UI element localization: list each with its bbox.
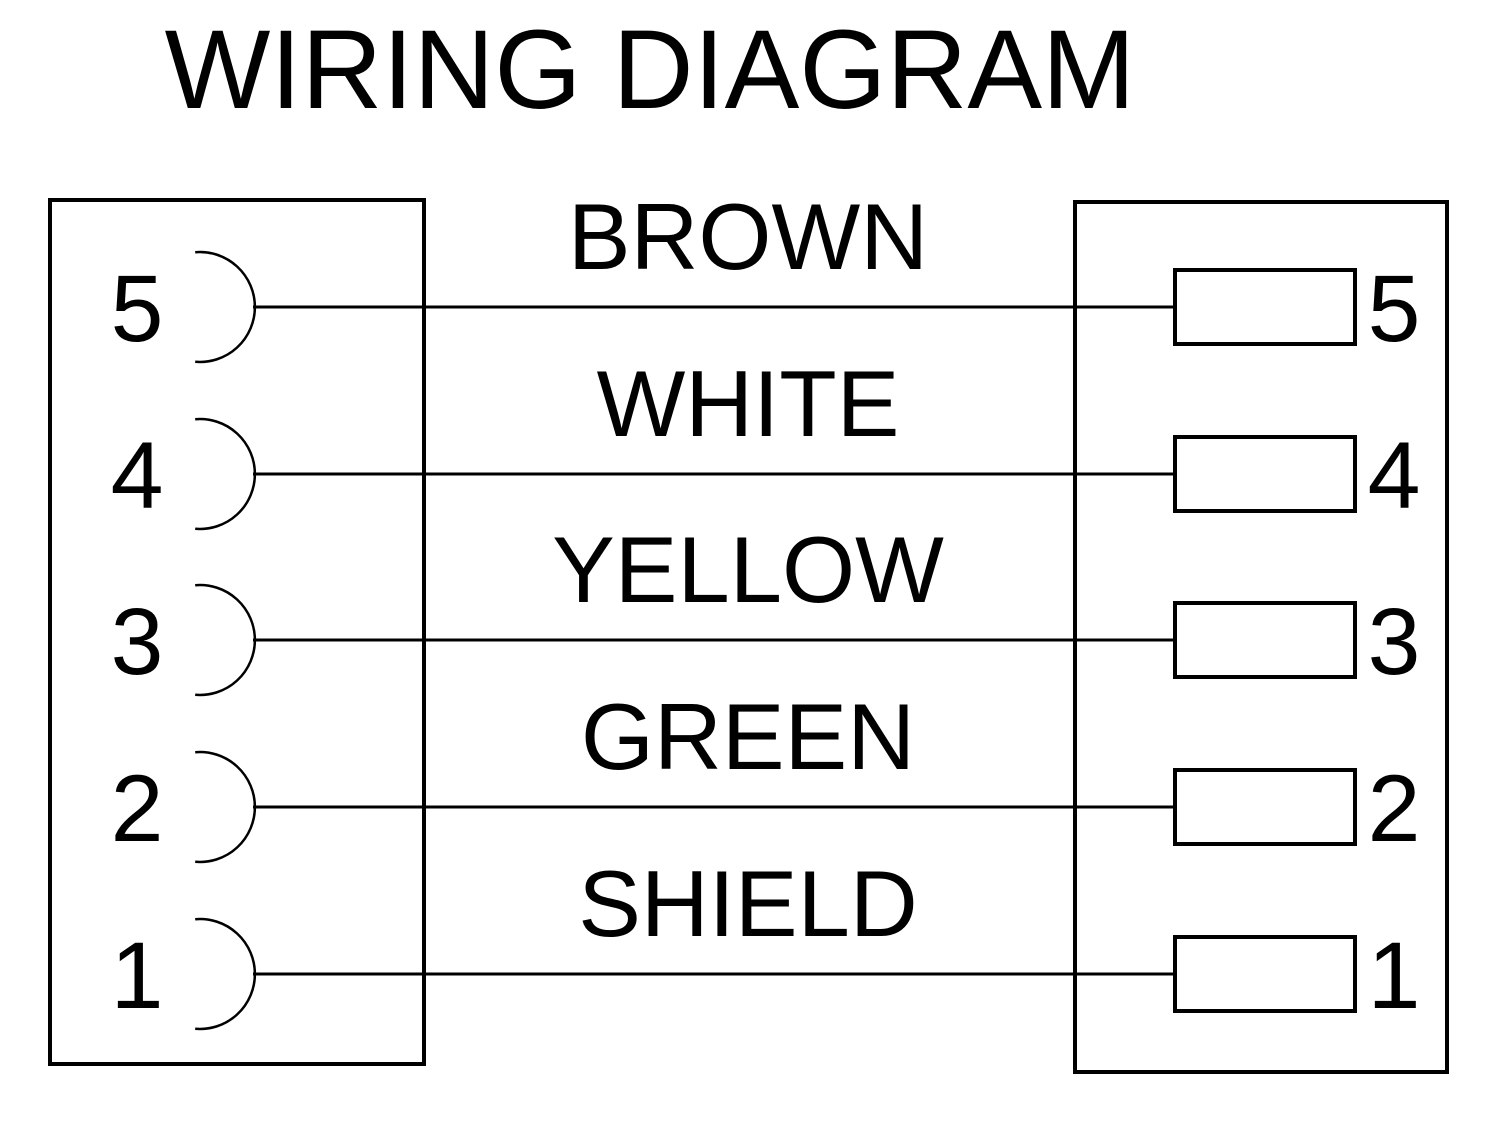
left-pin-socket-icon	[195, 750, 257, 864]
right-terminal-rect	[1173, 935, 1357, 1013]
left-pin-number: 3	[111, 589, 164, 695]
left-pin-socket-icon	[195, 917, 257, 1031]
right-terminal-rect	[1173, 768, 1357, 846]
right-pin-number: 1	[1368, 923, 1421, 1029]
right-pin-number: 5	[1368, 256, 1421, 362]
wire-color-label-green: GREEN	[581, 684, 915, 789]
right-terminal-rect	[1173, 268, 1357, 346]
wire-color-label-yellow: YELLOW	[552, 517, 944, 622]
left-pin-socket-icon	[195, 250, 257, 364]
left-pin-number: 2	[111, 756, 164, 862]
right-pin-number: 4	[1368, 423, 1421, 529]
wire-color-label-brown: BROWN	[568, 184, 928, 289]
wire-color-label-shield: SHIELD	[578, 851, 918, 956]
right-terminal-rect	[1173, 601, 1357, 679]
wire-color-label-white: WHITE	[597, 351, 900, 456]
left-pin-socket-icon	[195, 417, 257, 531]
wires-layer: 5 BROWN 5 4 WHITE 4 3 YELLOW 3 2 GREEN 2 1 SHIELD 1	[111, 184, 1421, 1031]
left-pin-number: 5	[111, 256, 164, 362]
right-connector-box	[1073, 200, 1449, 1074]
left-pin-socket-icon	[195, 583, 257, 697]
right-pin-number: 3	[1368, 589, 1421, 695]
right-pin-number: 2	[1368, 756, 1421, 862]
page-title: WIRING DIAGRAM	[165, 7, 1136, 132]
left-pin-number: 1	[111, 923, 164, 1029]
left-connector-box	[48, 198, 426, 1066]
left-pin-number: 4	[111, 423, 164, 529]
right-terminal-rect	[1173, 435, 1357, 513]
